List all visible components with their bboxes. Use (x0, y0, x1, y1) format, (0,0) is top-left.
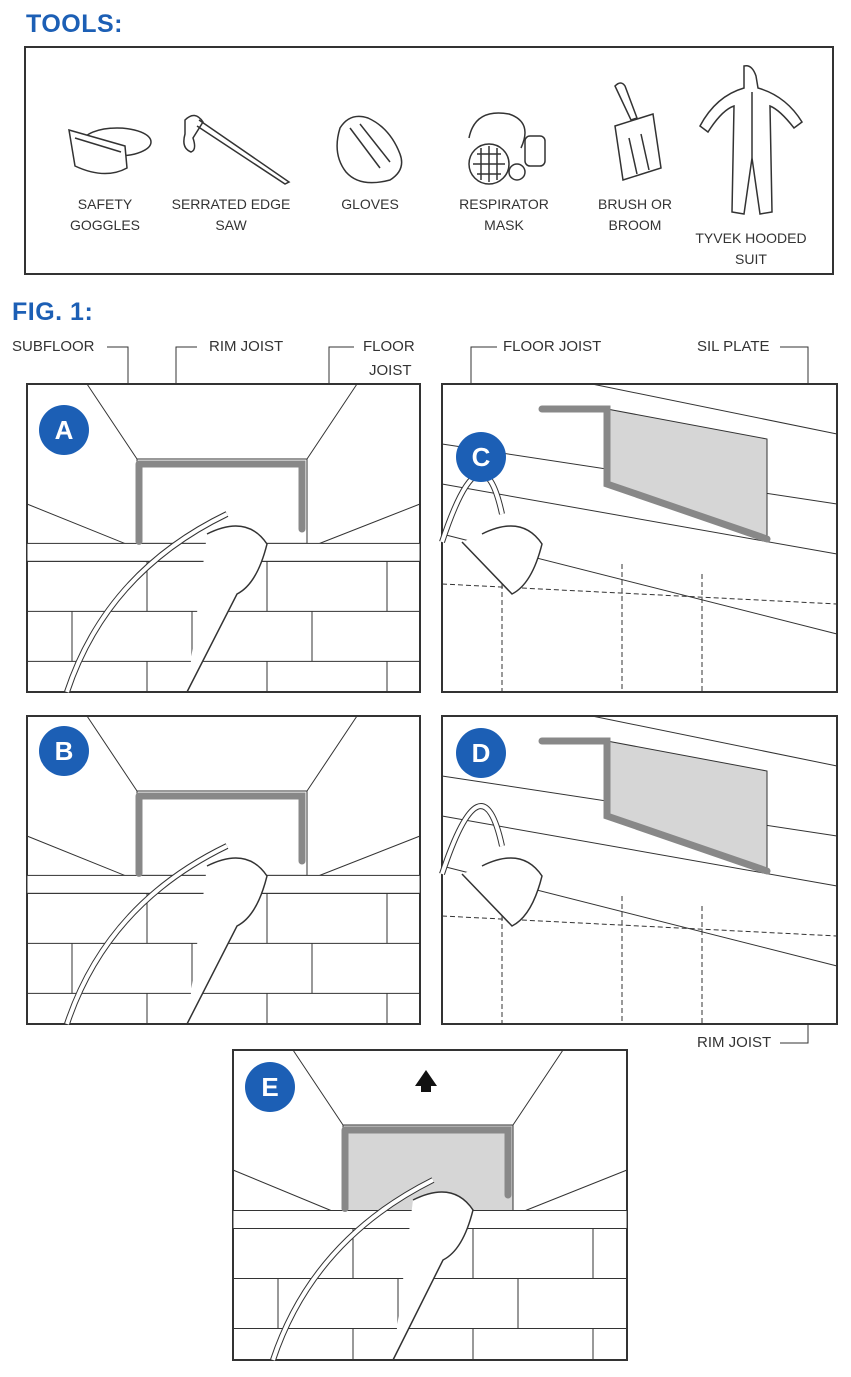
panel-d-illustration (439, 715, 838, 1025)
tool-label: GLOVES (341, 196, 399, 212)
tools-box: SAFETY GOGGLES SERRATED EDGE SAW GLOVES RE… (24, 46, 834, 275)
tool-label: RESPIRATOR (459, 196, 549, 212)
tool-label: SUIT (735, 251, 767, 267)
label-subfloor: SUBFLOOR (12, 338, 95, 355)
tool-brush: BRUSH OR BROOM (570, 78, 700, 236)
tool-label: SAFETY (77, 196, 133, 212)
label-joist: JOIST (369, 362, 412, 379)
figure-heading: FIG. 1: (12, 298, 94, 326)
respirator-icon (468, 112, 546, 185)
panel-b-illustration (26, 715, 421, 1025)
panel-badge-e: E (245, 1062, 295, 1112)
panel-badge-c: C (456, 432, 506, 482)
tool-gloves: GLOVES (305, 108, 435, 215)
label-rim-joist-bottom: RIM JOIST (697, 1034, 772, 1051)
arrow-up-icon (415, 1070, 437, 1092)
panel-badge-b: B (39, 726, 89, 776)
tool-label: SERRATED EDGE (171, 196, 291, 212)
label-floor-joist: FLOOR JOIST (503, 338, 602, 355)
tool-saw: SERRATED EDGE SAW (166, 108, 296, 236)
suit-icon (699, 64, 803, 215)
safety-goggles-icon (68, 127, 152, 175)
tools-heading: TOOLS: (26, 10, 123, 38)
tool-label: BROOM (608, 217, 662, 233)
tool-suit: TYVEK HOODED SUIT (686, 62, 816, 270)
tool-safety-goggles: SAFETY GOGGLES (40, 108, 170, 236)
tool-label: TYVEK HOODED (695, 230, 807, 246)
panel-e-illustration (232, 1049, 628, 1361)
tool-label: GOGGLES (69, 217, 141, 233)
label-sil-plate: SIL PLATE (697, 338, 770, 355)
label-rim-joist: RIM JOIST (209, 338, 284, 355)
tool-label: MASK (484, 217, 524, 233)
tool-label: BRUSH OR (598, 196, 672, 212)
saw-icon (183, 114, 291, 185)
tool-label: SAW (215, 217, 247, 233)
brush-icon (614, 82, 662, 181)
tool-respirator: RESPIRATOR MASK (439, 108, 569, 236)
panel-badge-d: D (456, 728, 506, 778)
gloves-icon (336, 115, 403, 184)
label-floor: FLOOR (363, 338, 415, 355)
panel-badge-a: A (39, 405, 89, 455)
panel-a-illustration (26, 383, 421, 693)
panel-c-illustration (439, 383, 838, 693)
